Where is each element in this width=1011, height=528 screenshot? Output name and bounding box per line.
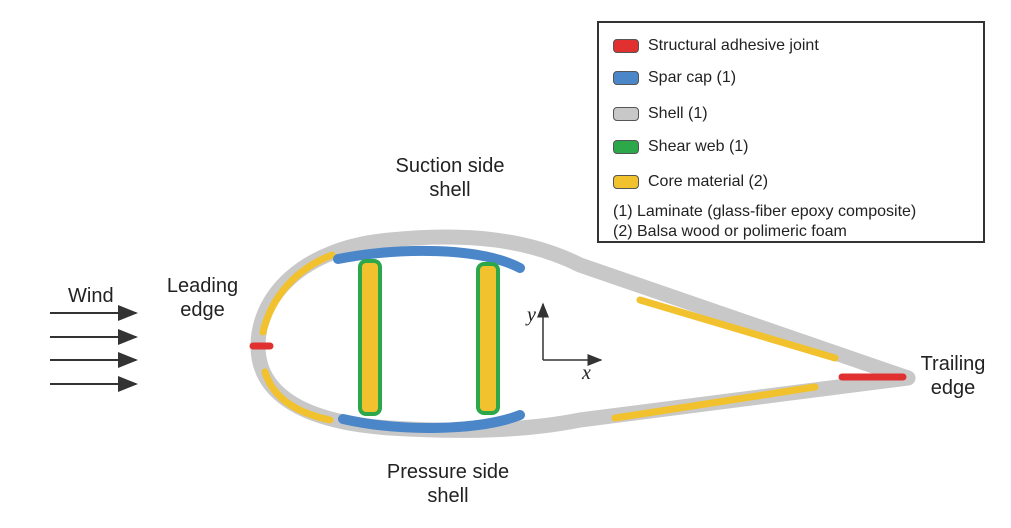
legend-item-core: Core material (2) xyxy=(613,170,768,194)
core-leading-lower xyxy=(261,368,334,424)
coordinate-axes xyxy=(537,302,603,366)
core-swatch-icon xyxy=(613,175,639,189)
legend-item-shell: Shell (1) xyxy=(613,102,708,126)
core-trailing-upper xyxy=(636,296,839,362)
pressure-side-label-line1: Pressure side xyxy=(386,461,510,483)
spar-cap-swatch-icon xyxy=(613,71,639,85)
shear-webs xyxy=(358,259,500,416)
pressure-side-label: Pressure side shell xyxy=(363,460,533,508)
spar-cap-lower xyxy=(338,410,525,433)
trailing-edge-label: Trailing edge xyxy=(903,352,1003,400)
leading-edge-label: Leading edge xyxy=(155,274,250,322)
shear-web-swatch-icon xyxy=(613,140,639,154)
legend-label: Shell (1) xyxy=(648,105,708,122)
axis-y-label: y xyxy=(527,304,536,326)
legend-label: Core material (2) xyxy=(648,173,769,190)
legend-item-shear-web: Shear web (1) xyxy=(613,135,749,159)
leading-edge-label-line1: Leading xyxy=(166,275,239,297)
adhesive-swatch-icon xyxy=(613,39,639,53)
spar-cap-upper xyxy=(333,245,525,273)
legend-label: Spar cap (1) xyxy=(648,69,737,86)
suction-side-label-line2: shell xyxy=(429,179,471,201)
wind-arrows xyxy=(50,305,138,392)
airfoil-shell xyxy=(250,229,916,438)
legend-note-core: (2) Balsa wood or polimeric foam xyxy=(613,223,847,240)
shell-swatch-icon xyxy=(613,107,639,121)
wind-label: Wind xyxy=(68,285,114,307)
legend-item-adhesive: Structural adhesive joint xyxy=(613,34,819,58)
legend: Structural adhesive joint Spar cap (1) S… xyxy=(597,21,985,243)
legend-note-laminate: (1) Laminate (glass-fiber epoxy composit… xyxy=(613,203,917,220)
leading-edge-label-line2: edge xyxy=(180,299,225,321)
shear-web-rear xyxy=(476,262,500,415)
core-leading-upper xyxy=(259,251,336,336)
legend-label: Shear web (1) xyxy=(648,138,749,155)
pressure-side-label-line2: shell xyxy=(427,485,469,507)
shear-web-front xyxy=(358,259,382,416)
spar-caps xyxy=(333,245,525,433)
legend-label: Structural adhesive joint xyxy=(648,37,819,54)
adhesive-joints xyxy=(249,342,907,381)
core-material xyxy=(259,251,839,424)
suction-side-label-line1: Suction side xyxy=(395,155,505,177)
suction-side-label: Suction side shell xyxy=(370,154,530,202)
legend-item-spar-cap: Spar cap (1) xyxy=(613,66,736,90)
trailing-edge-label-line1: Trailing xyxy=(920,353,986,375)
trailing-edge-label-line2: edge xyxy=(930,377,976,399)
axis-x-label: x xyxy=(582,362,591,384)
core-trailing-lower xyxy=(611,383,819,422)
